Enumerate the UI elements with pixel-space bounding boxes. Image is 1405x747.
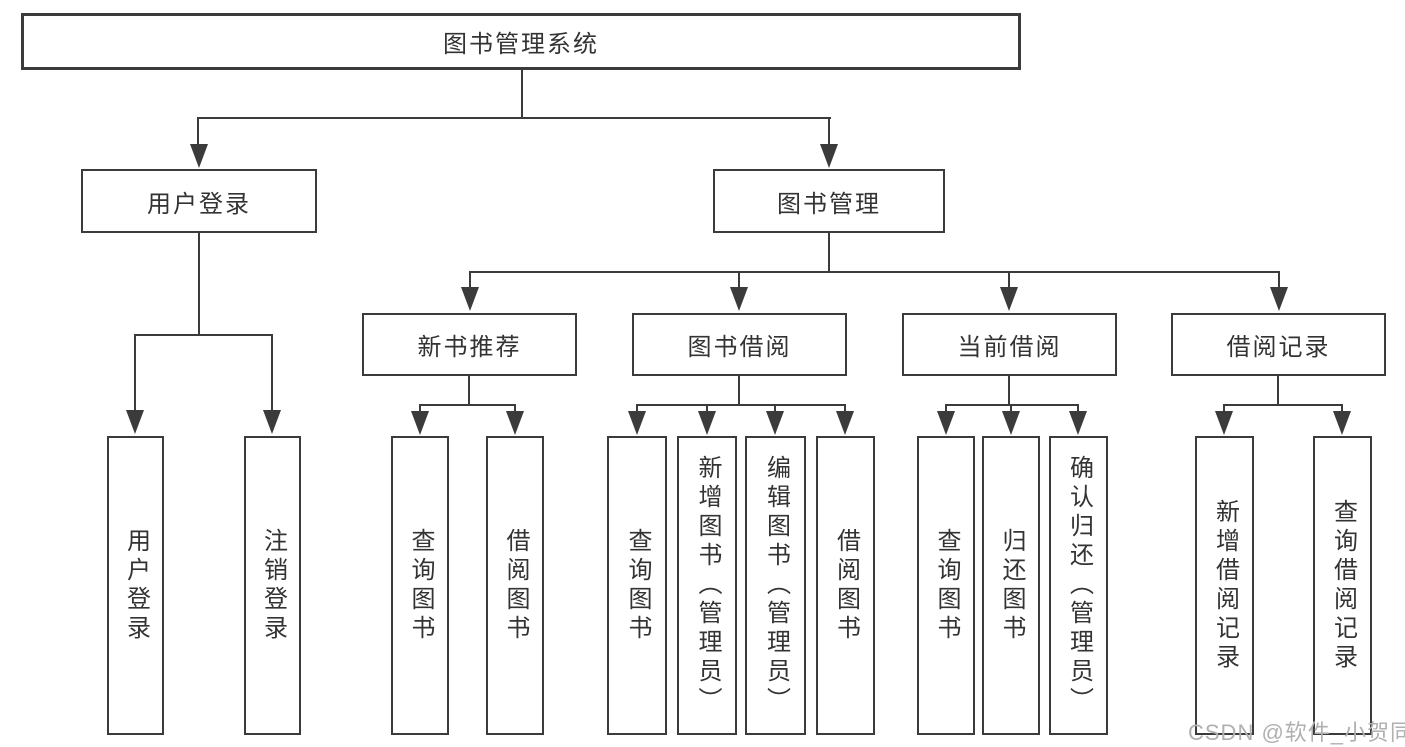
- connector-line: [636, 404, 846, 406]
- arrow-head: [1333, 411, 1351, 435]
- connector-line: [468, 376, 470, 406]
- leaf-borrow-books-recommend: 借阅图书: [486, 436, 544, 735]
- connector-line: [521, 70, 523, 117]
- node-label: 用户登录: [147, 190, 251, 218]
- arrow-head: [126, 410, 144, 434]
- leaf-add-book-admin: 新增图书（管理员）: [677, 436, 737, 735]
- arrow-head: [1215, 411, 1233, 435]
- arrow-head: [1270, 287, 1288, 311]
- node-label: 图书管理: [777, 190, 881, 218]
- connector-line: [1077, 404, 1079, 413]
- arrow-head: [1002, 411, 1020, 435]
- connector-line: [198, 233, 200, 336]
- leaf-label: 新增图书（管理员）: [694, 455, 721, 716]
- connector-line: [134, 334, 136, 412]
- connector-line: [134, 334, 273, 336]
- connector-line: [636, 404, 638, 413]
- node-current-borrowing: 当前借阅: [902, 313, 1117, 376]
- leaf-query-books-borrowing: 查询图书: [607, 436, 667, 735]
- leaf-confirm-return-admin: 确认归还（管理员）: [1049, 436, 1108, 735]
- connector-line: [828, 117, 830, 146]
- connector-line: [419, 404, 421, 413]
- node-label: 图书管理系统: [443, 31, 599, 58]
- connector-line: [1008, 376, 1010, 406]
- node-label: 当前借阅: [957, 334, 1062, 361]
- connector-line: [1278, 271, 1280, 288]
- leaf-label: 查询图书: [407, 527, 434, 644]
- arrow-head: [937, 411, 955, 435]
- connector-line: [469, 271, 471, 288]
- arrow-head: [628, 411, 646, 435]
- leaf-label: 查询借阅记录: [1329, 498, 1357, 673]
- connector-line: [738, 271, 740, 288]
- connector-line: [945, 404, 1079, 406]
- arrow-head: [506, 411, 524, 435]
- connector-line: [1223, 404, 1225, 413]
- arrow-head: [820, 144, 838, 168]
- arrow-head: [411, 411, 429, 435]
- arrow-head: [190, 144, 208, 168]
- leaf-label: 查询图书: [624, 527, 651, 644]
- connector-line: [419, 404, 516, 406]
- arrow-head: [730, 287, 748, 311]
- connector-line: [1010, 404, 1012, 413]
- leaf-label: 注销登录: [259, 527, 287, 644]
- node-label: 新书推荐: [417, 334, 522, 361]
- leaf-label: 用户登录: [122, 527, 150, 644]
- arrow-head: [263, 410, 281, 434]
- connector-line: [469, 271, 1280, 273]
- arrow-head: [698, 411, 716, 435]
- node-borrowing-records: 借阅记录: [1171, 313, 1386, 376]
- leaf-query-borrow-record: 查询借阅记录: [1313, 436, 1372, 735]
- connector-line: [1341, 404, 1343, 413]
- leaf-query-books-recommend: 查询图书: [391, 436, 449, 735]
- connector-line: [1223, 404, 1343, 406]
- leaf-label: 查询图书: [933, 527, 960, 644]
- arrow-head: [836, 411, 854, 435]
- csdn-watermark: CSDN @软件_小贺同学: [1188, 720, 1405, 745]
- connector-line: [706, 404, 708, 413]
- leaf-add-borrow-record: 新增借阅记录: [1195, 436, 1254, 735]
- connector-line: [197, 117, 199, 146]
- arrow-head: [1069, 411, 1087, 435]
- leaf-edit-book-admin: 编辑图书（管理员）: [745, 436, 806, 735]
- leaf-borrow-books-borrowing: 借阅图书: [816, 436, 875, 735]
- connector-line: [1277, 376, 1279, 406]
- connector-line: [271, 334, 273, 412]
- leaf-user-login: 用户登录: [107, 436, 164, 735]
- connector-line: [844, 404, 846, 413]
- connector-line: [945, 404, 947, 413]
- connector-line: [738, 376, 740, 406]
- leaf-label: 归还图书: [998, 527, 1025, 644]
- leaf-label: 借阅图书: [502, 527, 529, 644]
- leaf-query-books-current: 查询图书: [917, 436, 975, 735]
- leaf-return-book: 归还图书: [982, 436, 1040, 735]
- node-library-management-system: 图书管理系统: [21, 13, 1021, 70]
- connector-line: [514, 404, 516, 413]
- arrow-head: [1000, 287, 1018, 311]
- leaf-label: 借阅图书: [832, 527, 860, 644]
- node-book-borrowing: 图书借阅: [632, 313, 847, 376]
- node-label: 图书借阅: [687, 334, 792, 361]
- leaf-label: 编辑图书（管理员）: [762, 455, 790, 716]
- connector-line: [828, 233, 830, 273]
- node-user-login: 用户登录: [81, 169, 317, 233]
- arrow-head: [461, 287, 479, 311]
- connector-line: [197, 117, 831, 119]
- node-new-book-recommendation: 新书推荐: [362, 313, 577, 376]
- leaf-label: 确认归还（管理员）: [1065, 455, 1093, 716]
- connector-line: [1008, 271, 1010, 288]
- leaf-logout: 注销登录: [244, 436, 301, 735]
- node-label: 借阅记录: [1226, 334, 1331, 361]
- arrow-head: [766, 411, 784, 435]
- node-book-management: 图书管理: [713, 169, 945, 233]
- connector-line: [774, 404, 776, 413]
- leaf-label: 新增借阅记录: [1211, 498, 1239, 673]
